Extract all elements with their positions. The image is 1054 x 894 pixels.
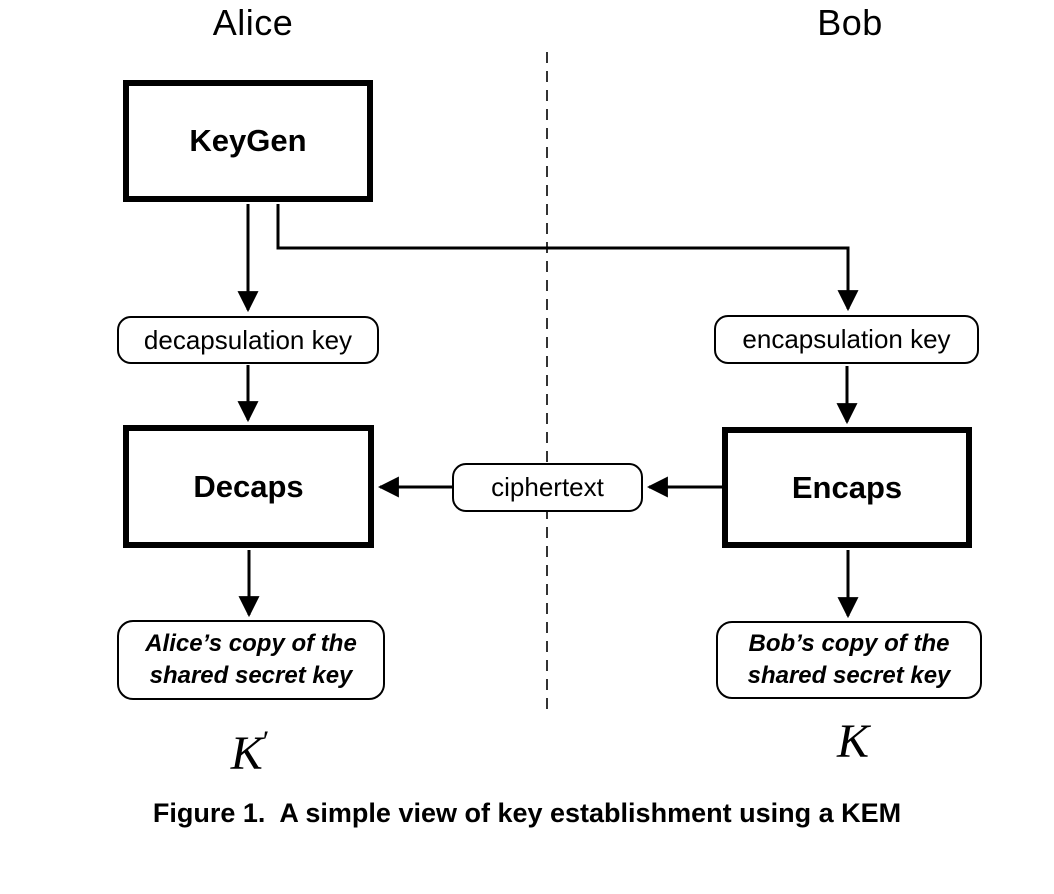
bob-secret-box: Bob’s copy of the shared secret key [716, 621, 982, 699]
encaps-box: Encaps [722, 427, 972, 548]
alice-secret-line1: Alice’s copy of the [145, 630, 357, 657]
alice-key-symbol: K′ [230, 725, 270, 780]
alice-secret-line2: shared secret key [149, 662, 353, 689]
decapsulation-key-box: decapsulation key [117, 316, 379, 364]
alice-secret-box: Alice’s copy of the shared secret key [117, 620, 385, 700]
bob-party-label: Bob [817, 2, 883, 43]
bob-secret-line1: Bob’s copy of the [748, 630, 950, 657]
arrow-keygen-to-encap-key [276, 204, 859, 312]
decaps-label: Decaps [193, 468, 304, 504]
ciphertext-box: ciphertext [452, 463, 643, 512]
decaps-box: Decaps [123, 425, 374, 548]
bob-secret-line2: shared secret key [747, 662, 951, 689]
encapsulation-key-label: encapsulation key [742, 324, 951, 354]
decapsulation-key-label: decapsulation key [143, 324, 353, 355]
ciphertext-label: ciphertext [491, 472, 604, 502]
alice-party-label: Alice [212, 2, 294, 43]
keygen-box: KeyGen [123, 80, 373, 202]
figure-caption: Figure 1. A simple view of key establish… [152, 798, 902, 828]
keygen-label: KeyGen [189, 123, 307, 158]
encaps-label: Encaps [791, 469, 903, 505]
encapsulation-key-box: encapsulation key [714, 315, 979, 364]
bob-key-symbol: K [836, 715, 869, 768]
prime-mark: ′ [262, 725, 270, 758]
